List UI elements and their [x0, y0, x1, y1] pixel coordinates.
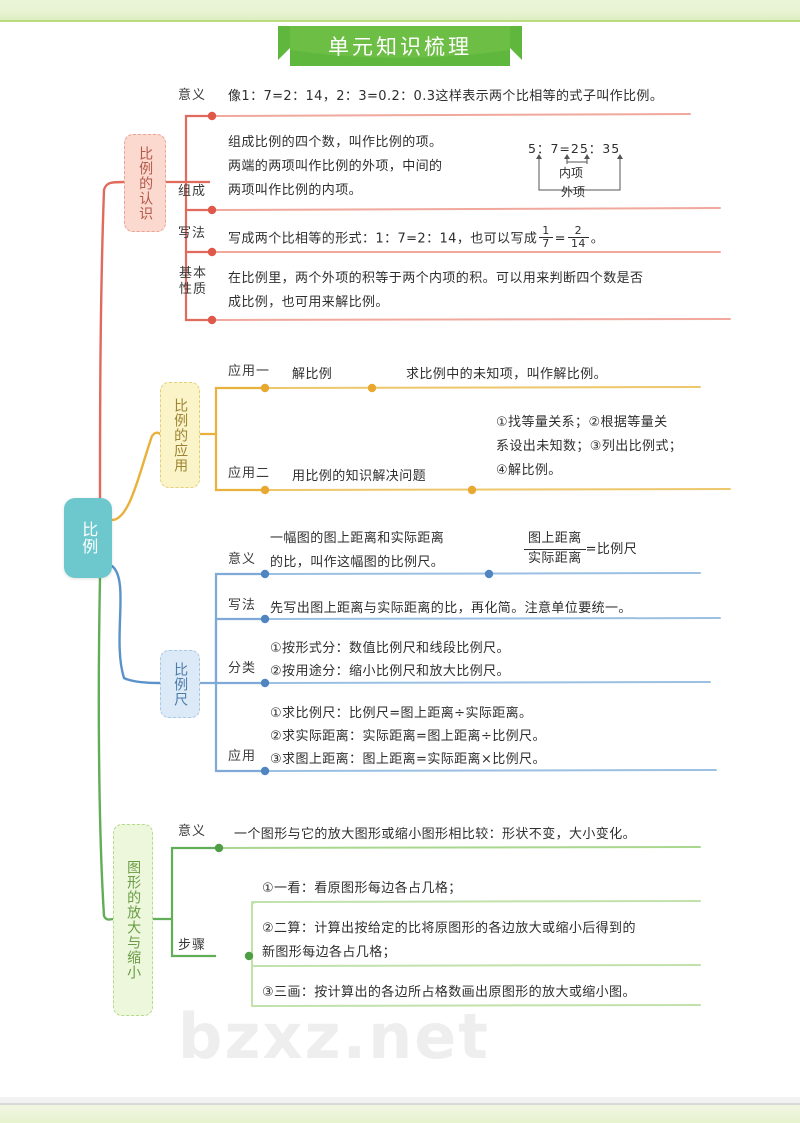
text-scale-application-line1: ①求比例尺：比例尺=图上距离÷实际距离。 [270, 706, 533, 721]
terms-inner-label: 内项 [559, 166, 584, 180]
branch-node-scale[interactable]: 比例尺 [160, 650, 200, 718]
text-scale-classification-line1: ①按形式分：数值比例尺和线段比例尺。 [270, 641, 510, 656]
sublabel-scale-classification: 分类 [228, 661, 257, 676]
page-top-band [0, 0, 800, 22]
text-application-two-title: 用比例的知识解决问题 [292, 469, 427, 484]
notation-post: 。 [590, 231, 605, 247]
text-recognition-composition-line1: 组成比例的四个数，叫作比例的项。 [228, 135, 443, 150]
text-recognition-property-line2: 成比例，也可用来解比例。 [228, 295, 389, 310]
text-scale-meaning-line2: 的比，叫作这幅图的比例尺。 [270, 555, 445, 570]
terms-figure: 5：7=25：35 内项 外项 [525, 138, 645, 200]
text-enlarge-meaning: 一个图形与它的放大图形或缩小图形相比较：形状不变，大小变化。 [234, 827, 637, 842]
text-scale-application-line3: ③求图上距离：图上距离=实际距离×比例尺。 [270, 752, 546, 767]
fraction-denominator: 7 [542, 237, 550, 251]
sublabel-recognition-property: 基本性质 [178, 266, 207, 298]
text-recognition-composition-line2: 两端的两项叫作比例的外项，中间的 [228, 159, 443, 174]
sublabel-enlarge-meaning: 意义 [178, 824, 207, 839]
text-recognition-composition-line3: 两项叫作比例的内项。 [228, 183, 363, 198]
scale-fraction-suffix: =比例尺 [585, 541, 638, 557]
text-enlarge-steps-line4: ③三画：按计算出的各边所占格数画出原图形的放大或缩小图。 [262, 985, 636, 1000]
text-application-one-title: 解比例 [292, 367, 333, 382]
text-scale-application-line2: ②求实际距离：实际距离=图上距离÷比例尺。 [270, 729, 546, 744]
banner-shape [278, 26, 522, 66]
page-bottom-band [0, 1103, 800, 1123]
sublabel-application-two: 应用二 [228, 466, 271, 481]
sublabel-application-one: 应用一 [228, 364, 271, 379]
fraction-numerator: 2 [567, 224, 589, 239]
text-recognition-property-line1: 在比例里，两个外项的积等于两个内项的积。可以用来判断四个数是否 [228, 271, 644, 286]
terms-equation: 5：7=25：35 [528, 141, 621, 156]
sublabel-recognition-notation: 写法 [178, 226, 207, 241]
sublabel-scale-meaning: 意义 [228, 552, 257, 567]
branch-node-recognition[interactable]: 比例的认识 [124, 134, 166, 232]
page-title: 单元知识梳理 [328, 35, 472, 59]
text-scale-notation: 先写出图上距离与实际距离的比，再化简。注意单位要统一。 [270, 601, 632, 616]
text-recognition-meaning: 像1：7=2：14，2：3=0.2：0.3这样表示两个比相等的式子叫作比例。 [228, 89, 664, 104]
terms-outer-label: 外项 [561, 185, 586, 199]
sublabel-recognition-composition: 组成 [178, 184, 207, 199]
text-application-two-body-line2: 系设出未知数；③列出比例式； [496, 439, 683, 454]
text-enlarge-steps-line1: ①一看：看原图形每边各占几格； [262, 881, 462, 896]
branch-node-application[interactable]: 比例的应用 [160, 382, 200, 488]
text-scale-formula: 图上距离实际距离=比例尺 [524, 530, 637, 569]
title-banner: 单元知识梳理 [278, 26, 522, 66]
page-bottom-inner-band [0, 1097, 800, 1105]
sublabel-scale-notation: 写法 [228, 598, 257, 613]
sublabel-enlarge-steps: 步骤 [178, 938, 207, 953]
text-enlarge-steps-line3: 新图形每边各占几格； [262, 945, 397, 960]
watermark: bzxz.net [178, 1000, 490, 1073]
fraction-numerator: 图上距离 [524, 530, 586, 550]
fraction-denominator: 14 [570, 237, 586, 251]
branch-node-enlarge[interactable]: 图形的放大与缩小 [113, 824, 153, 1016]
sublabel-scale-application: 应用 [228, 749, 257, 764]
text-application-two-body-line3: ④解比例。 [496, 463, 562, 478]
text-scale-classification-line2: ②按用途分：缩小比例尺和放大比例尺。 [270, 664, 510, 679]
text-application-two-body-line1: ①找等量关系；②根据等量关 [496, 415, 668, 430]
center-node[interactable]: 比例 [64, 498, 112, 578]
text-application-one-body: 求比例中的未知项，叫作解比例。 [406, 367, 608, 382]
fraction-numerator: 1 [539, 224, 553, 239]
scale-fraction: 图上距离实际距离 [524, 530, 586, 569]
sublabel-recognition-meaning: 意义 [178, 88, 207, 103]
notation-pre: 写成两个比相等的形式：1：7=2：14，也可以写成 [228, 231, 538, 247]
text-scale-meaning-line1: 一幅图的图上距离和实际距离 [270, 531, 445, 546]
text-enlarge-steps-line2: ②二算：计算出按给定的比将原图形的各边放大或缩小后得到的 [262, 921, 636, 936]
terms-bracket-lines [536, 154, 623, 191]
fraction-denominator: 实际距离 [528, 550, 582, 566]
